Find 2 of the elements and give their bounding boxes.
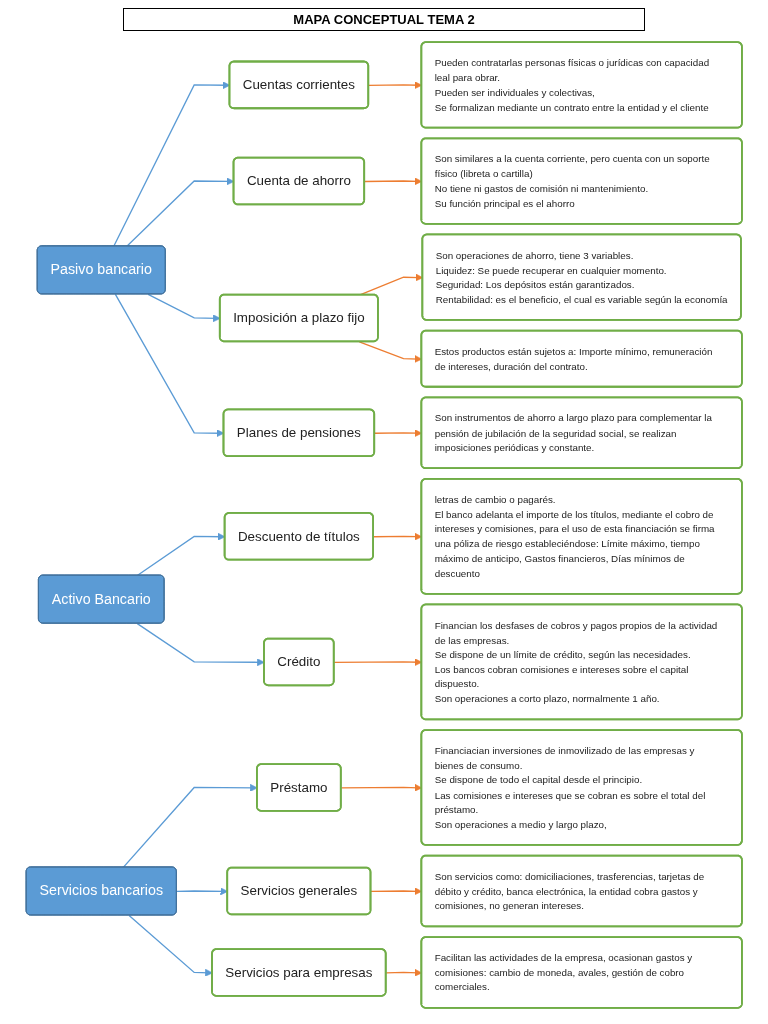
arrow <box>176 887 228 896</box>
title: MAPA CONCEPTUAL TEMA 2 <box>123 8 645 31</box>
